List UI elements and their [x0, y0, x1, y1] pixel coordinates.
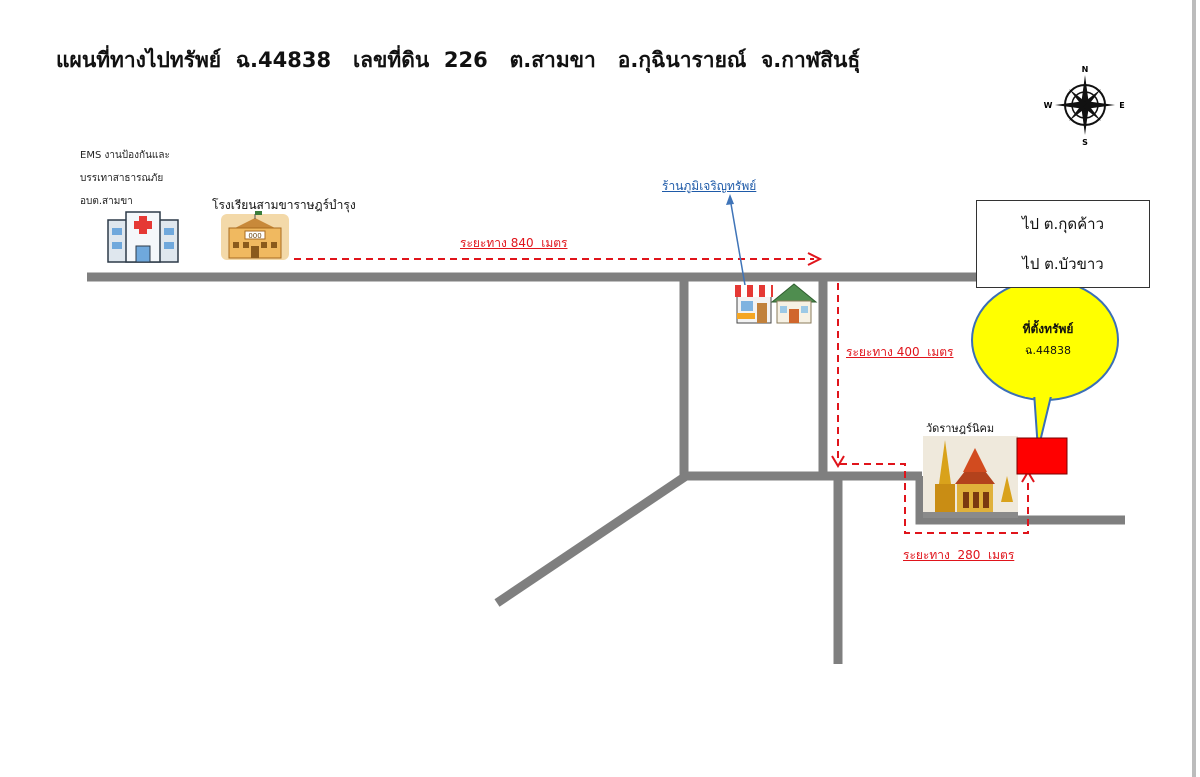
property-title: ที่ตั้งทรัพย์ — [1022, 322, 1074, 336]
route-segment-280 — [840, 463, 1029, 534]
compass-north: N — [1082, 65, 1089, 74]
arrowhead-south — [831, 455, 845, 468]
roads — [87, 272, 1125, 664]
distance-400-label: ระยะทาง 400 เมตร — [846, 345, 954, 359]
temple-road — [915, 476, 1125, 525]
map-title: แผนที่ทางไปทรัพย์ ฉ.44838 เลขที่ดิน 226 … — [56, 48, 861, 72]
page-edge — [1192, 0, 1196, 777]
diagonal-road — [494, 472, 689, 607]
distance-280-label: ระยะทาง 280 เมตร — [903, 548, 1015, 562]
distance-840-label: ระยะทาง 840 เมตร — [460, 236, 568, 250]
ems-label-line2: บรรเทาสาธารณภัย — [80, 173, 164, 184]
property-marker — [1016, 437, 1068, 475]
property-callout — [971, 279, 1119, 451]
destination-kudkhao: ไป ต.กุดค้าว — [1021, 215, 1105, 233]
compass-west: W — [1044, 101, 1053, 110]
school-sign-text: 000 — [248, 232, 261, 240]
shop-label[interactable]: ร้านภูมิเจริญทรัพย์ — [662, 179, 757, 193]
school-building-icon: 000 — [221, 211, 289, 260]
arrowhead-east — [807, 252, 823, 266]
destination-buakhao: ไป ต.บัวขาว — [1022, 255, 1104, 273]
ems-hospital-icon — [107, 211, 179, 263]
destination-box: ไป ต.กุดค้าว ไป ต.บัวขาว — [976, 200, 1150, 288]
compass-rose-icon: N S E W — [1044, 65, 1125, 147]
ems-label-line1: EMS งานป้องกันและ — [80, 150, 170, 161]
route — [294, 258, 1029, 534]
shop-icon — [735, 285, 773, 324]
compass-south: S — [1082, 138, 1088, 147]
house-icon — [770, 283, 818, 324]
temple-icon — [923, 436, 1018, 518]
property-deed-number: ฉ.44838 — [1025, 344, 1071, 357]
school-label: โรงเรียนสามขาราษฎร์บำรุง — [212, 198, 356, 212]
temple-label: วัดราษฎร์นิคม — [926, 422, 995, 435]
property-callout-text: ที่ตั้งทรัพย์ ฉ.44838 — [985, 318, 1111, 362]
shop-pointer — [726, 194, 747, 292]
compass-east: E — [1119, 101, 1124, 110]
ems-label-line3: อบต.สามขา — [80, 196, 133, 207]
